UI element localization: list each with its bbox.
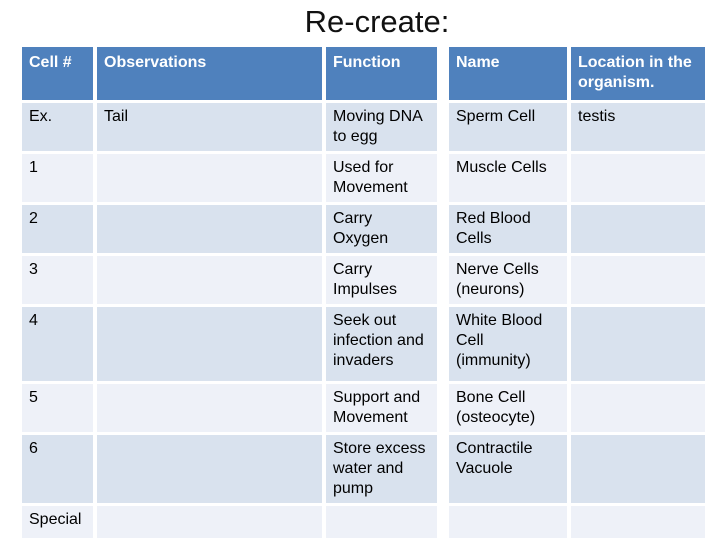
- cell-function: Moving DNA to egg: [326, 103, 445, 151]
- cell-location: [571, 256, 705, 304]
- cell-number: Special: [22, 506, 93, 538]
- cell-observations: [97, 154, 322, 202]
- column-header-observations: Observations: [97, 47, 322, 100]
- column-header-cell-num: Cell #: [22, 47, 93, 100]
- cell-function: Carry Oxygen: [326, 205, 445, 253]
- cell-observations: Tail: [97, 103, 322, 151]
- cell-number: 4: [22, 307, 93, 381]
- cell-number: 5: [22, 384, 93, 432]
- cell-name: Bone Cell (osteocyte): [449, 384, 567, 432]
- cell-number: 3: [22, 256, 93, 304]
- table-row-4: 4 Seek out infection and invaders White …: [22, 307, 705, 381]
- table-row-ex: Ex. Tail Moving DNA to egg Sperm Cell te…: [22, 103, 705, 151]
- cell-name: Nerve Cells (neurons): [449, 256, 567, 304]
- cell-observations: [97, 256, 322, 304]
- cell-function: Carry Impulses: [326, 256, 445, 304]
- cell-name: [449, 506, 567, 538]
- cell-observations: [97, 506, 322, 538]
- page-title: Re-create:: [304, 4, 450, 39]
- cell-observations: [97, 307, 322, 381]
- cell-number: 1: [22, 154, 93, 202]
- table-row-2: 2 Carry Oxygen Red Blood Cells: [22, 205, 705, 253]
- table-header-row: Cell # Observations Function Name Locati…: [22, 47, 705, 100]
- cell-location: [571, 205, 705, 253]
- column-header-function: Function: [326, 47, 445, 100]
- column-header-name: Name: [449, 47, 567, 100]
- column-header-location: Location in the organism.: [571, 47, 705, 100]
- table-row-6: 6 Store excess water and pump Contractil…: [22, 435, 705, 503]
- cell-number: Ex.: [22, 103, 93, 151]
- cells-table: Cell # Observations Function Name Locati…: [18, 44, 709, 540]
- cell-function: [326, 506, 445, 538]
- cell-name: Contractile Vacuole: [449, 435, 567, 503]
- cell-observations: [97, 384, 322, 432]
- table-row-3: 3 Carry Impulses Nerve Cells (neurons): [22, 256, 705, 304]
- cell-name: Red Blood Cells: [449, 205, 567, 253]
- cell-observations: [97, 205, 322, 253]
- cell-name: Sperm Cell: [449, 103, 567, 151]
- table-row-5: 5 Support and Movement Bone Cell (osteoc…: [22, 384, 705, 432]
- cell-location: [571, 435, 705, 503]
- cell-name: Muscle Cells: [449, 154, 567, 202]
- cell-function: Used for Movement: [326, 154, 445, 202]
- cell-observations: [97, 435, 322, 503]
- cell-number: 6: [22, 435, 93, 503]
- cell-location: testis: [571, 103, 705, 151]
- table-row-special: Special: [22, 506, 705, 538]
- cell-function: Support and Movement: [326, 384, 445, 432]
- cell-function: Store excess water and pump: [326, 435, 445, 503]
- cell-function: Seek out infection and invaders: [326, 307, 445, 381]
- cell-location: [571, 154, 705, 202]
- table-row-1: 1 Used for Movement Muscle Cells: [22, 154, 705, 202]
- cell-location: [571, 506, 705, 538]
- cell-location: [571, 384, 705, 432]
- cell-number: 2: [22, 205, 93, 253]
- cell-location: [571, 307, 705, 381]
- cell-name: White Blood Cell (immunity): [449, 307, 567, 381]
